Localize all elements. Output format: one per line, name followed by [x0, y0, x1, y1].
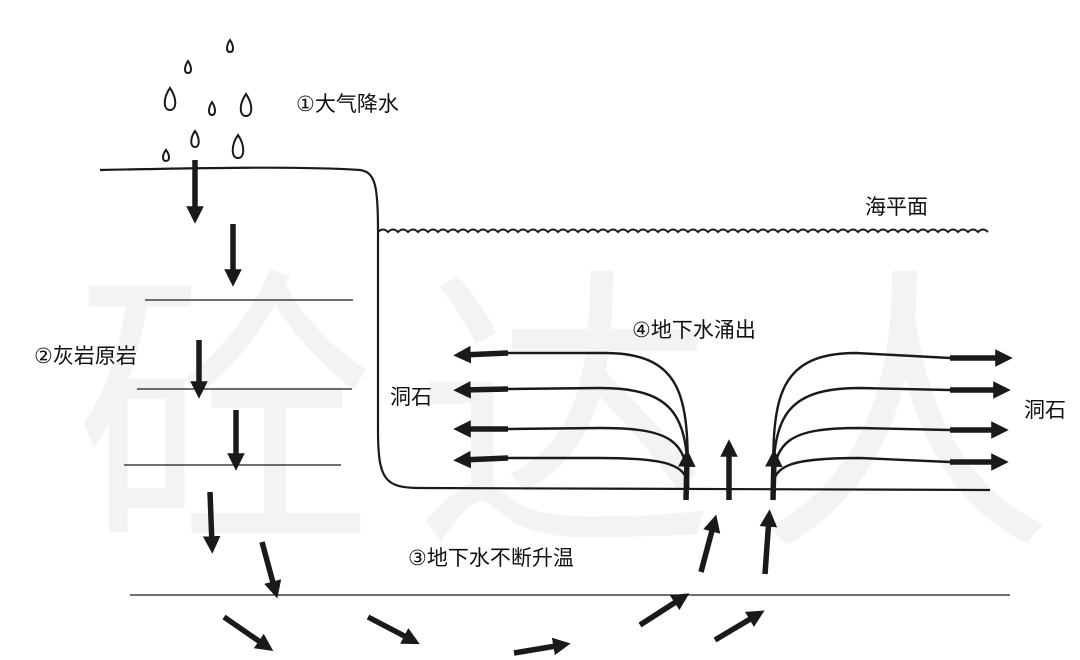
arrow-right-deep-icon — [366, 614, 420, 645]
raindrops — [162, 38, 253, 163]
label-travertine-left: 洞石 — [390, 385, 432, 409]
label-groundwater-upwelling: ④地下水涌出 — [632, 318, 756, 342]
label-limestone-bedrock: ②灰岩原岩 — [34, 344, 137, 368]
arrow-up-icon — [698, 514, 721, 573]
flow-arrows — [186, 160, 1013, 656]
raindrop-icon — [162, 148, 170, 163]
arrow-up-icon — [759, 509, 778, 575]
sea-level-wave — [377, 228, 989, 234]
raindrop-icon — [190, 129, 200, 149]
arrow-down-icon — [259, 541, 282, 599]
upwelling-curve — [771, 426, 951, 489]
arrow-right-deep-icon — [222, 614, 274, 652]
upwelling-curves — [507, 351, 951, 489]
raindrop-icon — [226, 38, 234, 54]
upwelling-curve — [507, 386, 690, 489]
label-groundwater-heating: ③地下水不断升温 — [408, 546, 574, 570]
arrow-up-deep-icon — [713, 610, 765, 643]
arrow-down-icon — [202, 491, 221, 554]
label-travertine-right: 洞石 — [1024, 398, 1066, 422]
arrow-up-deep-icon — [638, 593, 690, 628]
upwelling-curve — [771, 456, 951, 489]
upwelling-curve — [508, 351, 690, 489]
ground-surface-line — [99, 166, 991, 492]
label-sea-level: 海平面 — [865, 195, 928, 219]
raindrop-icon — [231, 133, 245, 160]
arrow-right-deep-icon — [513, 637, 571, 656]
raindrop-icon — [208, 100, 216, 117]
raindrop-icon — [163, 86, 177, 112]
label-atmospheric-precipitation: ①大气降水 — [296, 92, 399, 116]
upwelling-curve — [771, 351, 951, 489]
arrow-left-icon — [453, 381, 509, 399]
arrow-left-icon — [453, 450, 509, 469]
raindrop-icon — [239, 92, 253, 118]
upwelling-curve — [507, 426, 690, 489]
raindrop-icon — [184, 59, 192, 75]
upwelling-curve — [771, 386, 951, 489]
upwelling-curve — [508, 456, 690, 489]
arrow-left-icon — [453, 345, 509, 364]
